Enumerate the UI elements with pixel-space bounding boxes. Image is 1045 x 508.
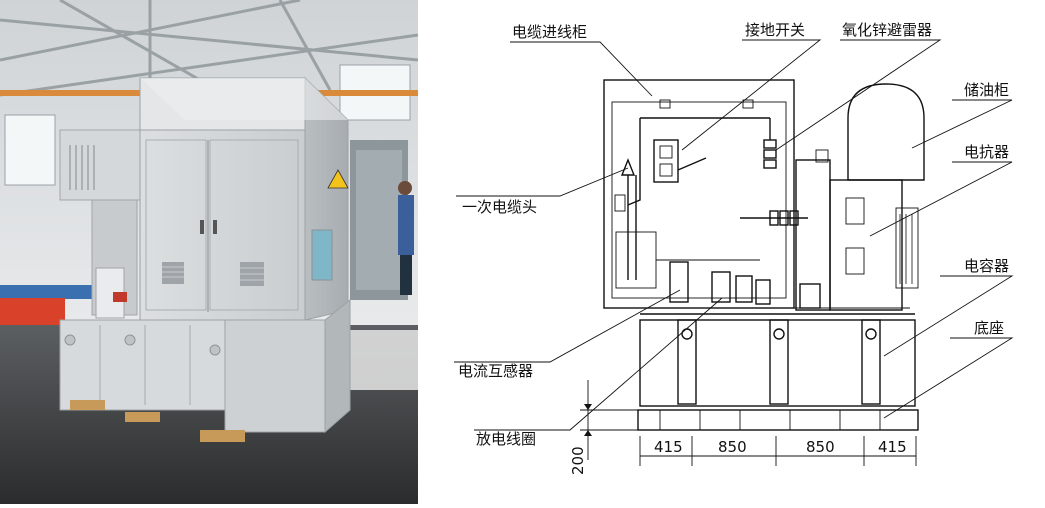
dim-415-left: 415: [654, 438, 683, 456]
label-capacitor: 电容器: [964, 257, 1009, 275]
label-base: 底座: [974, 319, 1004, 337]
earth-switch-body: [653, 139, 679, 183]
cable-cabinet-outline: [603, 79, 795, 309]
horizontal-dimension: [639, 436, 917, 466]
base-frame: [637, 409, 919, 431]
cable-head-shape: [620, 158, 636, 176]
label-primary-cable-head: 一次电缆头: [462, 198, 537, 216]
label-earth-switch: 接地开关: [745, 21, 805, 39]
discharge-coil-symbol: [799, 283, 821, 309]
label-reactor: 电抗器: [964, 143, 1009, 161]
vertical-dimension: [580, 380, 640, 460]
equipment-photo-illustration: [0, 0, 418, 504]
leader-lines: [454, 39, 1014, 431]
label-current-transformer: 电流互感器: [458, 362, 533, 380]
label-oil-conservator: 储油柜: [964, 81, 1009, 99]
dim-850-right: 850: [806, 438, 835, 456]
technical-diagram: 电缆进线柜 接地开关 氧化锌避雷器 储油柜 电抗器 一次电缆头 电容器 底座 电…: [418, 0, 1045, 504]
capacitor-bushings: [677, 319, 881, 405]
dim-415-right: 415: [878, 438, 907, 456]
diagram-drawing: 电缆进线柜 接地开关 氧化锌避雷器 储油柜 电抗器 一次电缆头 电容器 底座 电…: [454, 21, 1014, 475]
equipment-photo: [0, 0, 418, 504]
oil-conservator-shape: [847, 83, 925, 181]
label-cable-cabinet: 电缆进线柜: [512, 23, 587, 41]
current-transformer-symbol: [669, 261, 771, 305]
label-discharge-coil: 放电线圈: [476, 430, 536, 448]
label-zno-arrester: 氧化锌避雷器: [842, 21, 932, 39]
dim-200-height: 200: [569, 446, 587, 475]
reactor-outline: [829, 179, 903, 311]
dim-850-left: 850: [718, 438, 747, 456]
zno-arrester-symbol: [763, 139, 777, 169]
